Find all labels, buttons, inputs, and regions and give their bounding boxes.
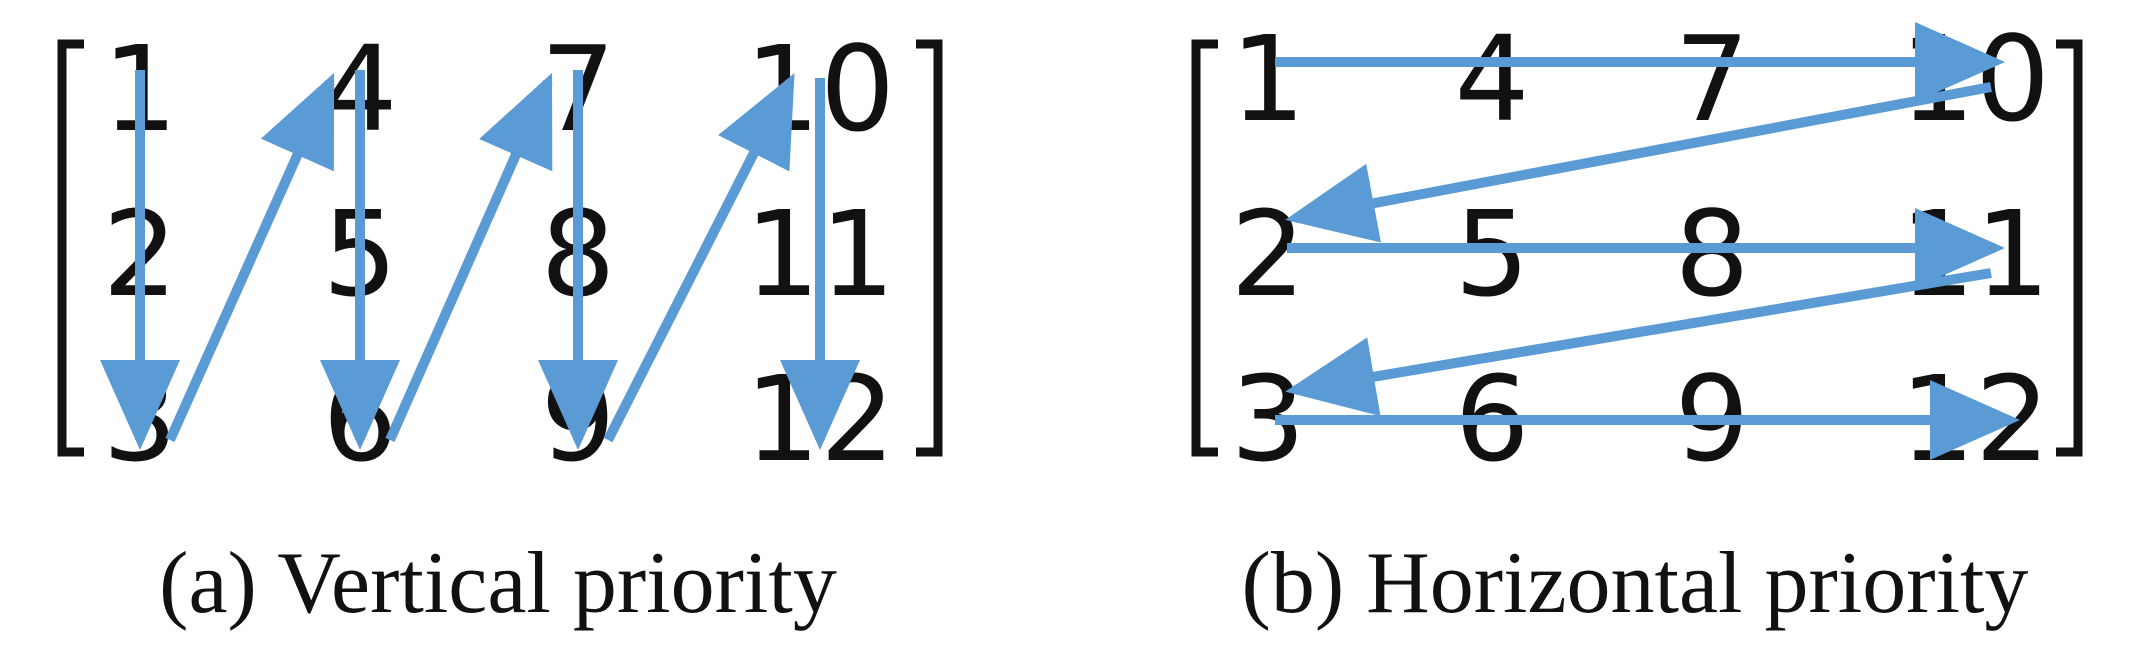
matrix-cell: 5 [1454, 185, 1529, 323]
matrix-cell: 7 [1674, 10, 1749, 148]
diagonal-arrow [385, 72, 553, 443]
matrix-cell: 10 [1900, 10, 2050, 148]
diagonal-arrow [1285, 268, 1992, 417]
matrix-cell: 2 [1230, 185, 1305, 323]
diagonal-arrow [603, 73, 795, 443]
right-bracket [916, 39, 943, 457]
left-bracket [57, 39, 84, 457]
matrix-cell: 8 [1674, 185, 1749, 323]
caption-horizontal: (b) Horizontal priority [1242, 535, 2029, 632]
right-bracket [2056, 39, 2083, 457]
traversal-arrows [100, 70, 860, 450]
traversal-arrows [1275, 22, 2020, 460]
matrix-cell: 1 [1230, 10, 1305, 148]
matrix-cell: 11 [1900, 185, 2050, 323]
diagonal-arrow [165, 72, 335, 443]
diagonal-arrow [1285, 82, 1992, 243]
left-bracket [1191, 39, 1218, 457]
matrix-cell: 4 [1454, 10, 1529, 148]
caption-vertical: (a) Vertical priority [159, 535, 837, 632]
